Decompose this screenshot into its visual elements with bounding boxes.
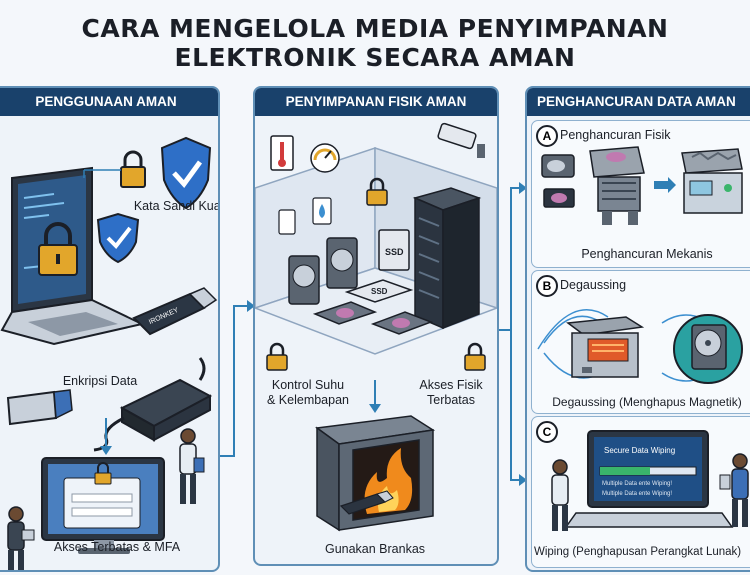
technician-person-icon [551,459,569,531]
disc-tray-icon [312,301,434,335]
section-a-caption: Penghancuran Mekanis [581,247,713,261]
title-line-2: ELEKTRONIK SECARA AMAN [174,43,576,72]
section-b-title: Degaussing [560,278,627,292]
panel-safe-usage-heading: PENGGUNAAN AMAN [0,88,218,116]
panel-physical-storage-heading: PENYIMPANAN FISIK AMAN [255,88,497,116]
section-b-caption: Degaussing (Menghapus Magnetik) [552,395,742,409]
shredder-illustration [541,146,743,225]
wiping-screen-line-2: Multiple Data ente Wiping! [602,491,672,497]
label-climate-line-1: Kontrol Suhu [271,378,345,392]
panel-data-destruction-heading: PENGHANCURAN DATA AMAN [527,88,750,116]
access-padlock-icon [464,342,486,371]
label-strong-password: Kata Sandi Kuat [133,199,220,213]
arrow-middle-to-right [498,187,521,481]
section-c-caption: Wiping (Penghapusan Perangkat Lunak) [534,546,742,558]
small-shield-icon [96,212,140,264]
label-access-line-1: Akses Fisik [419,378,483,392]
usb-plug-icon [6,389,73,426]
top-padlock-icon [120,150,146,188]
section-degaussing: B Degaussing [531,270,750,414]
title-line-1: CARA MENGELOLA MEDIA PENYIMPANAN [81,14,669,43]
room-padlock-icon [366,177,388,206]
wiping-screen-title: Secure Data Wiping [604,446,675,455]
wall-thermometer-icon [278,209,296,235]
arrow-left-to-middle [218,305,247,457]
section-wiping: C Secure Data Wiping Multiple Data ente … [531,416,750,568]
person-with-device-icon [7,506,35,570]
analyst-person-icon [719,453,749,527]
server-rack-icon [412,187,482,330]
padlock-icon [38,222,78,276]
shield-check-icon [160,136,212,210]
label-climate-line-2: & Kelembapan [266,393,349,407]
badge-a: A [536,125,558,147]
page-title: CARA MENGELOLA MEDIA PENYIMPANAN ELEKTRO… [0,14,750,72]
ssd-icon [344,229,414,303]
encrypted-usb-icon [132,287,218,336]
wiping-laptop-icon [564,430,734,528]
degausser-machine-icon [566,316,645,378]
thermometer-icon [270,135,294,171]
login-monitor-icon [41,457,165,554]
badge-c: C [536,421,558,443]
panel-safe-usage: PENGGUNAAN AMAN [0,86,220,572]
label-physical-access: Akses Fisik Terbatas [405,378,497,408]
ssd-label-flat: SSD [371,287,388,296]
wiping-screen-line-1: Multiple Data ente Wiping! [602,481,672,487]
safe-icon [315,415,436,532]
badge-b: B [536,275,558,297]
section-a-title: Penghancuran Fisik [560,128,671,142]
wiping-illustration: Secure Data Wiping Multiple Data ente Wi… [551,430,749,531]
humidity-gauge-icon [310,143,340,173]
hard-drive-input-icon [541,154,575,208]
physical-storage-illustration: SSD SSD [255,122,497,532]
label-climate-control: Kontrol Suhu & Kelembapan [261,378,355,408]
shred-bin-icon [681,148,743,214]
section-physical-destruction: A Penghancuran Fisik [531,120,750,268]
shredder-machine-icon [589,146,645,225]
label-restricted-access-mfa: Akses Terbatas & MFA [53,540,181,554]
panel-data-destruction: PENGHANCURAN DATA AMAN A Penghancuran Fi… [525,86,750,572]
ssd-label-upright: SSD [385,247,404,257]
label-data-encryption: Enkripsi Data [62,374,138,388]
hard-drive-icon [288,237,358,305]
person-with-tablet-icon [179,428,205,504]
safe-usage-illustration [0,136,218,570]
panel-physical-storage: PENYIMPANAN FISIK AMAN [253,86,499,566]
magnetized-drive-icon [673,314,743,384]
arrow-to-wiping-c [519,474,527,486]
climate-padlock-icon [266,342,288,371]
arrow-left-to-middle-head [247,300,255,312]
arrow-to-destruction-a [519,182,527,194]
label-access-line-2: Terbatas [427,393,475,407]
degausser-illustration [537,309,743,384]
security-camera-icon [437,122,485,158]
label-use-safe: Gunakan Brankas [324,542,426,556]
